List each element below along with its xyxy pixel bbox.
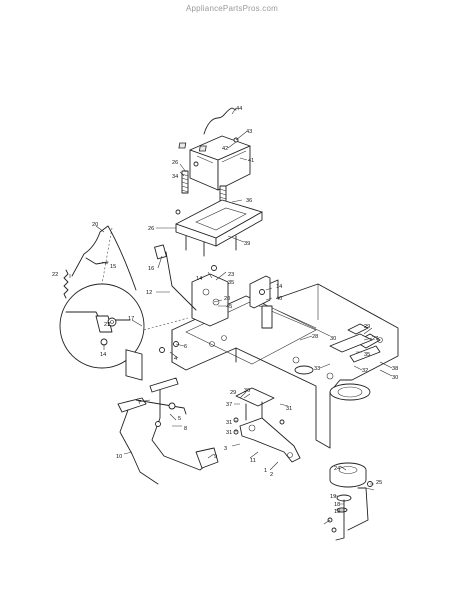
seat-bracket (329, 333, 373, 353)
callout-33: 33 (314, 366, 320, 372)
callout-14-detail: 14 (100, 352, 106, 358)
callout-8: 8 (184, 426, 187, 432)
callout-25: 25 (376, 480, 382, 486)
callout-7: 7 (138, 400, 141, 406)
callout-35-top: 35 (228, 280, 234, 286)
callout-20-bracket: 20 (224, 296, 230, 302)
callout-1: 1 (264, 468, 267, 474)
callout-37: 37 (226, 402, 232, 408)
callout-15: 15 (110, 264, 116, 270)
battery-tray (175, 199, 263, 257)
callout-4: 4 (174, 356, 177, 362)
callout-27: 27 (372, 336, 378, 342)
callout-36: 36 (246, 198, 252, 204)
callout-26-top: 26 (172, 160, 178, 166)
callout-45: 45 (226, 304, 232, 310)
callout-12: 12 (146, 290, 152, 296)
callout-21: 21 (104, 322, 110, 328)
callout-43: 43 (246, 129, 252, 135)
callout-19: 19 (330, 494, 336, 500)
callout-6: 6 (184, 344, 187, 350)
callout-10: 10 (116, 454, 122, 460)
callout-34: 34 (172, 174, 178, 180)
battery (178, 135, 251, 191)
callout-30-left: 30 (244, 388, 250, 394)
callout-42: 42 (222, 146, 228, 152)
leader-lines (69, 107, 393, 525)
callout-44: 44 (236, 106, 242, 112)
callout-11: 11 (250, 458, 256, 464)
callout-35-right: 35 (364, 352, 370, 358)
callout-26-tray: 26 (148, 226, 154, 232)
callout-28: 28 (312, 334, 318, 340)
callout-23: 23 (228, 272, 234, 278)
callout-41: 41 (248, 158, 254, 164)
callout-30-far: 30 (392, 375, 398, 381)
callout-31-a: 31 (226, 420, 232, 426)
callout-39: 39 (244, 241, 250, 247)
tractor-frame (171, 279, 399, 449)
callout-32: 32 (362, 368, 368, 374)
callout-2: 2 (270, 472, 273, 478)
extension-spring (63, 269, 69, 299)
callout-18: 18 (334, 502, 340, 508)
callout-38: 38 (392, 366, 398, 372)
callout-29-left: 29 (230, 390, 236, 396)
pivot-bar (239, 417, 301, 463)
callout-22: 22 (52, 272, 58, 278)
callout-17: 17 (128, 316, 134, 322)
callout-16: 16 (148, 266, 154, 272)
callout-31-c: 31 (286, 406, 292, 412)
callout-40: 40 (276, 296, 282, 302)
callout-14-top: 14 (196, 276, 202, 282)
battery-cable (203, 107, 237, 135)
callout-labels: 44 43 42 41 26 34 36 26 39 20 22 15 16 1… (52, 106, 398, 515)
callout-5: 5 (178, 416, 181, 422)
watermark-text: AppliancePartsPros.com (186, 4, 278, 13)
callout-20-cable: 20 (92, 222, 98, 228)
callout-31-b: 31 (226, 430, 232, 436)
callout-3: 3 (224, 446, 227, 452)
callout-30-right: 30 (330, 336, 336, 342)
brake-cable (71, 225, 137, 291)
pulley-assembly (329, 462, 373, 541)
callout-24: 24 (334, 466, 340, 472)
callout-13: 13 (334, 509, 340, 515)
detail-callout-circle (59, 227, 189, 381)
battery-hold-down-rods (181, 170, 227, 207)
callout-9: 9 (214, 454, 217, 460)
idler-bracket (235, 387, 275, 407)
callout-29-right: 29 (364, 324, 370, 330)
callout-14-right: 14 (276, 284, 282, 290)
pedal-assembly (117, 377, 219, 485)
shift-lever (159, 251, 197, 311)
